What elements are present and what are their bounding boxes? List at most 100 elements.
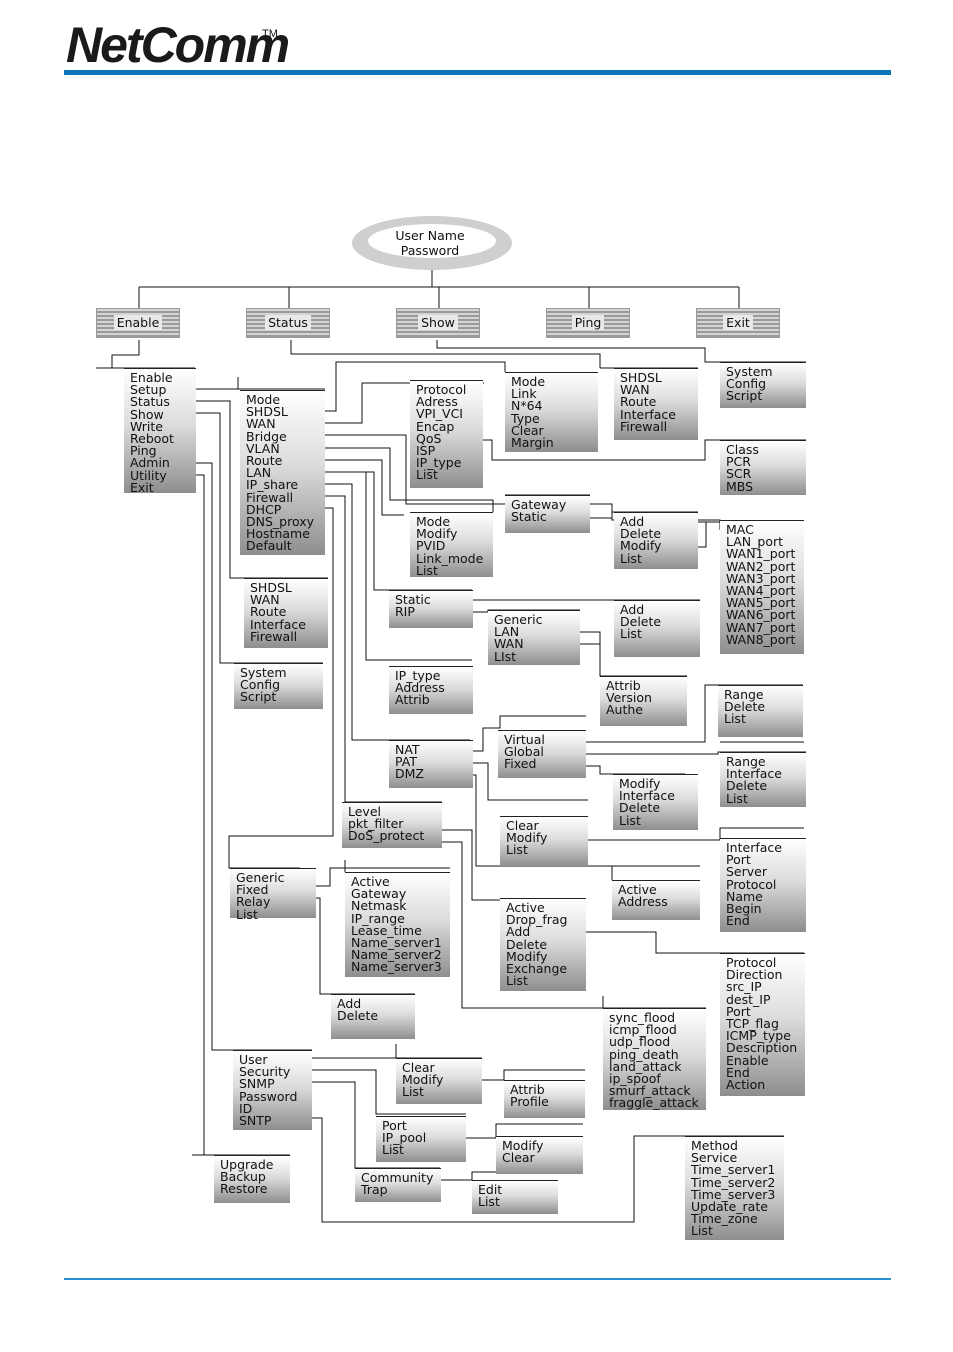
command-item[interactable]: Modify	[416, 526, 458, 542]
command-item[interactable]: WAN	[246, 416, 276, 432]
command-item[interactable]: Profile	[510, 1094, 549, 1110]
command-item[interactable]: Interface	[619, 788, 675, 804]
menu-status-button[interactable]: Status	[246, 308, 330, 338]
command-item[interactable]: Mode	[246, 392, 281, 407]
command-item[interactable]: src_IP	[726, 979, 762, 995]
command-item[interactable]: Generic	[494, 612, 543, 627]
command-item[interactable]: Virtual	[504, 732, 545, 747]
command-item[interactable]: Link_mode	[416, 550, 484, 566]
command-item[interactable]: sync_flood	[609, 1010, 676, 1025]
command-item[interactable]: Clear	[502, 1150, 535, 1166]
command-item[interactable]: QoS	[416, 430, 442, 446]
command-item[interactable]: Security	[239, 1064, 291, 1080]
command-item[interactable]: Protocol	[416, 382, 467, 397]
command-item[interactable]: Delete	[620, 526, 662, 542]
command-item[interactable]: Time_server2	[691, 1174, 776, 1190]
command-item[interactable]: Static	[395, 592, 431, 607]
command-item[interactable]: PCR	[726, 454, 751, 470]
command-item[interactable]: Encap	[416, 418, 455, 434]
command-item[interactable]: WAN	[250, 592, 280, 608]
command-item[interactable]: Config	[240, 677, 281, 693]
command-item[interactable]: List	[726, 790, 748, 806]
command-item[interactable]: ip_spoof	[609, 1071, 661, 1087]
command-item[interactable]: Attrib	[395, 692, 430, 708]
command-item[interactable]: Default	[246, 538, 292, 554]
command-item[interactable]: Action	[726, 1077, 766, 1093]
command-item[interactable]: Range	[724, 687, 764, 702]
command-item[interactable]: ping_death	[609, 1046, 679, 1062]
command-item[interactable]: Delete	[506, 936, 548, 952]
command-item[interactable]: Fixed	[504, 756, 537, 772]
command-item[interactable]: ISP	[416, 443, 436, 459]
command-item[interactable]: Modify	[506, 948, 548, 964]
command-item[interactable]: Clear	[511, 422, 544, 438]
command-item[interactable]: Clear	[506, 818, 539, 833]
command-item[interactable]: IP_pool	[382, 1130, 427, 1146]
command-item[interactable]: Config	[726, 376, 767, 392]
command-item[interactable]: Name_server1	[351, 935, 442, 951]
command-item[interactable]: Enable	[130, 370, 173, 385]
command-item[interactable]: Name	[726, 888, 763, 904]
command-item[interactable]: Modify	[506, 830, 548, 846]
command-item[interactable]: SHDSL	[246, 404, 288, 420]
command-item[interactable]: WAN5_port	[726, 595, 796, 611]
command-item[interactable]: Interface	[726, 766, 782, 782]
command-item[interactable]: Name_server2	[351, 947, 442, 963]
command-item[interactable]: Global	[504, 744, 544, 760]
command-item[interactable]: Class	[726, 442, 759, 457]
command-item[interactable]: Gateway	[511, 497, 567, 512]
command-item[interactable]: Delete	[619, 800, 661, 816]
command-item[interactable]: Protocol	[726, 876, 777, 892]
command-item[interactable]: LAN_port	[726, 534, 784, 550]
command-item[interactable]: DMZ	[395, 766, 424, 782]
menu-exit-button[interactable]: Exit	[696, 308, 780, 338]
command-item[interactable]: Script	[240, 689, 277, 705]
command-item[interactable]: Utility	[130, 467, 167, 483]
command-item[interactable]: List	[402, 1084, 424, 1100]
command-item[interactable]: WAN4_port	[726, 583, 796, 599]
command-item[interactable]: Port	[726, 852, 751, 868]
command-item[interactable]: End	[726, 913, 750, 929]
command-item[interactable]: dest_IP	[726, 991, 771, 1007]
command-item[interactable]: Port	[382, 1118, 407, 1133]
command-item[interactable]: Admin	[130, 455, 170, 471]
command-item[interactable]: WAN7_port	[726, 619, 796, 635]
command-item[interactable]: List	[416, 562, 438, 578]
command-item[interactable]: Show	[130, 406, 164, 422]
command-item[interactable]: DHCP	[246, 501, 282, 517]
command-item[interactable]: SNMP	[239, 1076, 275, 1092]
command-item[interactable]: List	[416, 467, 438, 483]
command-item[interactable]: TCP_flag	[726, 1016, 779, 1032]
command-item[interactable]: ICMP_type	[726, 1028, 791, 1044]
command-item[interactable]: Level	[348, 804, 381, 819]
command-item[interactable]: RIP	[395, 604, 415, 620]
command-item[interactable]: Add	[506, 924, 531, 940]
command-item[interactable]: Exit	[130, 479, 154, 495]
command-item[interactable]: Link	[511, 386, 537, 402]
command-item[interactable]: SHDSL	[620, 370, 662, 385]
command-item[interactable]: Add	[620, 514, 645, 529]
command-item[interactable]: PVID	[416, 538, 446, 554]
command-item[interactable]: land_attack	[609, 1058, 682, 1074]
command-item[interactable]: Modify	[402, 1072, 444, 1088]
menu-ping-button[interactable]: Ping	[546, 308, 630, 338]
command-item[interactable]: Ping	[130, 443, 157, 459]
command-item[interactable]: System	[240, 665, 287, 680]
command-item[interactable]: Generic	[236, 870, 285, 885]
command-item[interactable]: Active	[351, 874, 390, 889]
command-item[interactable]: Authe	[606, 702, 643, 718]
command-item[interactable]: SNTP	[239, 1113, 272, 1129]
command-item[interactable]: Upgrade	[220, 1157, 274, 1172]
command-item[interactable]: VLAN	[246, 440, 280, 456]
command-item[interactable]: DoS_protect	[348, 828, 425, 844]
command-item[interactable]: DNS_proxy	[246, 514, 315, 530]
command-item[interactable]: NAT	[395, 742, 420, 757]
menu-enable-button[interactable]: Enable	[96, 308, 180, 338]
command-item[interactable]: Firewall	[246, 489, 294, 505]
command-item[interactable]: udp_flood	[609, 1034, 671, 1050]
command-item[interactable]: fraggle_attack	[609, 1095, 699, 1111]
command-item[interactable]: LAN	[246, 465, 272, 481]
command-item[interactable]: Backup	[220, 1169, 266, 1185]
command-item[interactable]: SHDSL	[250, 580, 292, 595]
command-item[interactable]: Name_server3	[351, 959, 442, 975]
